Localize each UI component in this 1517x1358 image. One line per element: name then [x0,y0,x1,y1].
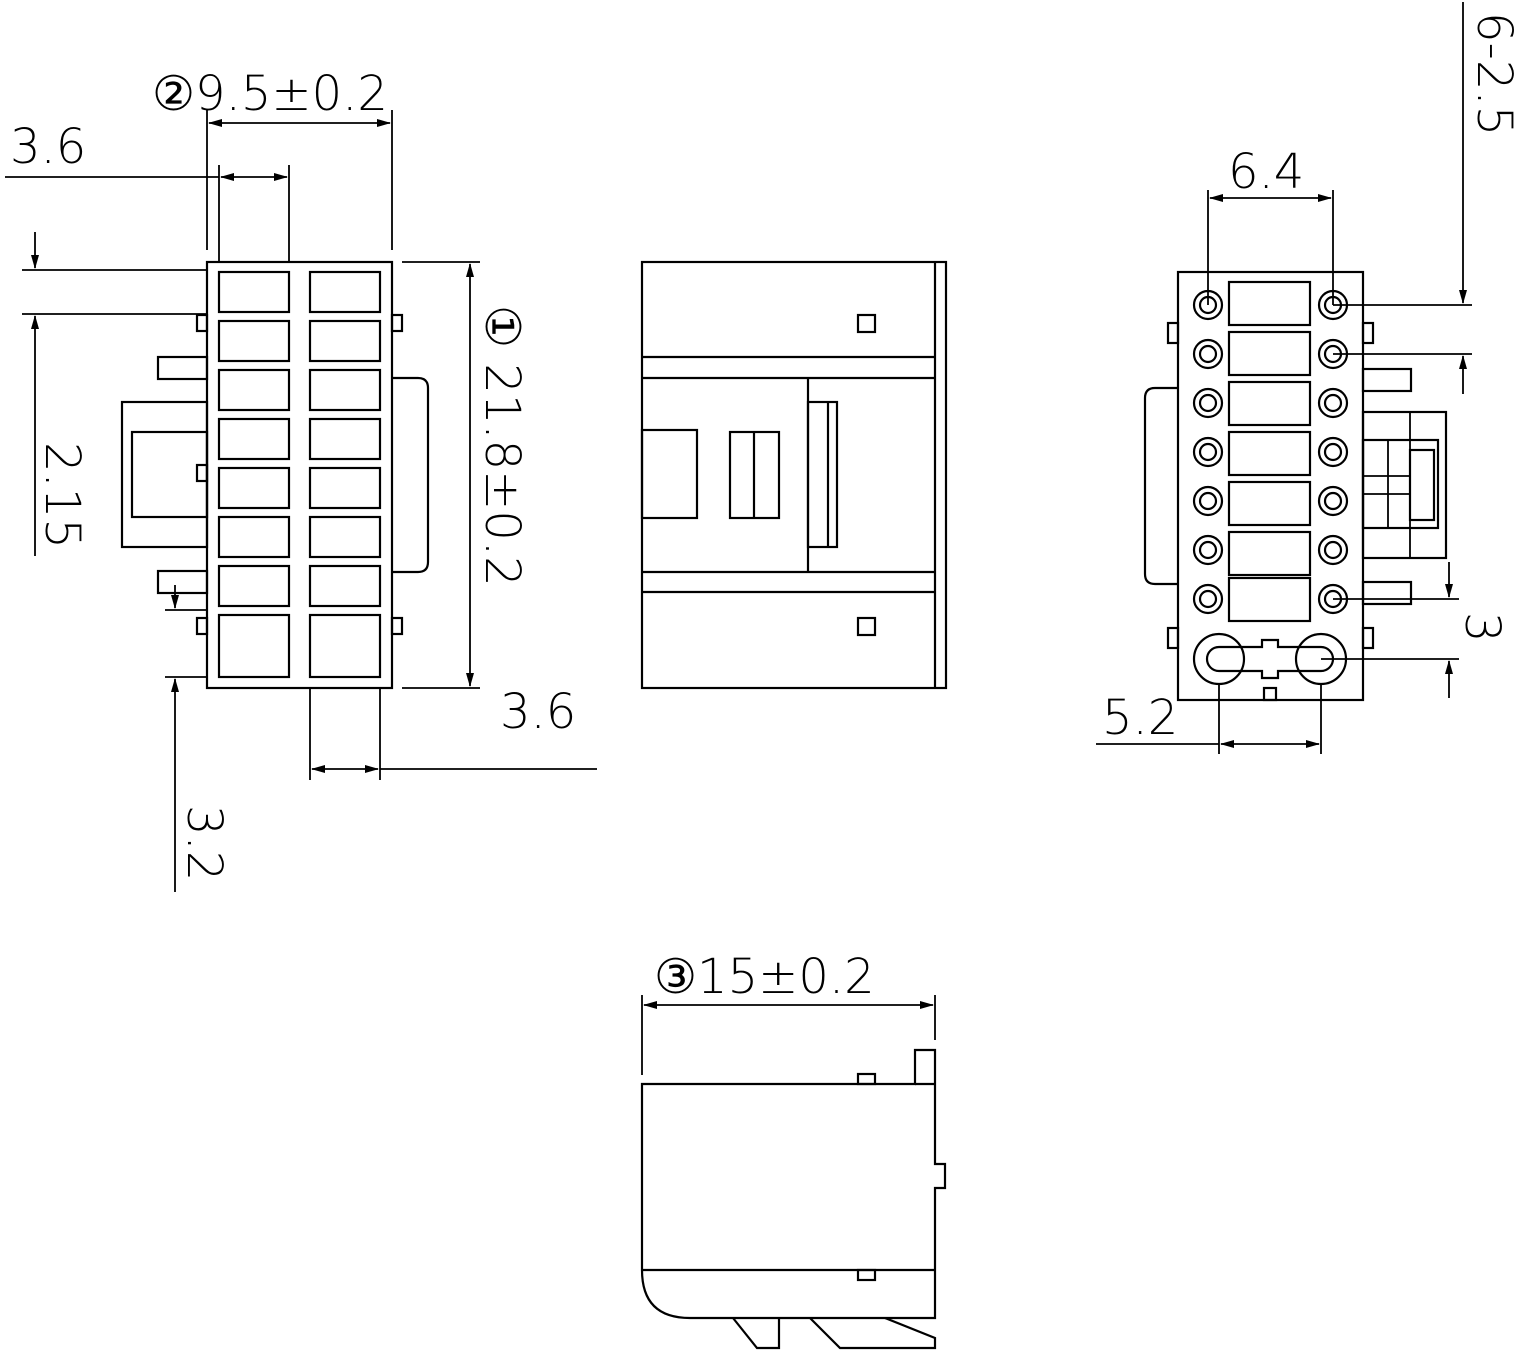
bottom-pitch-label: 3.6 [500,684,576,740]
pitch-vertical-label: 2.15 [34,442,90,549]
height-total-label: ① 21.8±0.2 [474,305,530,587]
pitch-left-top-label: 3.6 [10,119,86,175]
hole-spec-label: 6-2.5 [1466,12,1517,136]
side-width-label: ③15±0.2 [654,949,875,1005]
top-width-label: ②9.5±0.2 [152,66,388,122]
peg-offset-label: 3 [1454,612,1510,643]
side-view [640,260,948,690]
bottom-offset-label: 3.2 [176,805,232,881]
holes-left [1192,289,1224,615]
rear-view: 6.4 5.2 6-2.5 3 [1096,2,1517,754]
peg-spacing-label: 5.2 [1102,690,1178,746]
bottom-view: ③15±0.2 [640,949,947,1350]
holes-right [1317,289,1349,615]
pin-cells [217,270,382,679]
front-view: ②9.5±0.2 3.6 3.6 2.15 ① 21.8±0.2 3.2 [5,66,597,892]
hole-spacing-label: 6.4 [1228,144,1304,200]
